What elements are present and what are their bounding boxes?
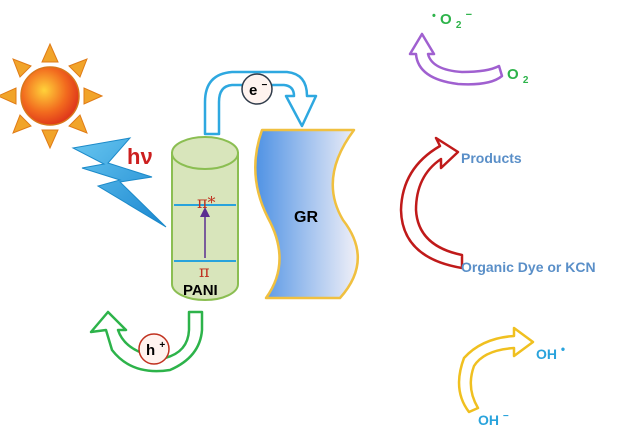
pi-star-label: π*	[197, 193, 216, 212]
hydroxide-symbol: OH	[478, 412, 499, 428]
pi-label: π	[199, 262, 210, 281]
hydroxide-label: OH −	[478, 411, 509, 428]
oxygen-subscript: 2	[523, 75, 529, 86]
hole-charge: +	[159, 340, 165, 351]
hole-symbol: h	[146, 342, 155, 359]
oxygen-symbol: O	[507, 66, 519, 83]
hydroxyl-radical-dot: •	[561, 342, 565, 356]
superoxide-radical-dot: •	[432, 10, 436, 22]
hole-label: h +	[138, 333, 170, 365]
sun-icon	[0, 42, 104, 150]
hydroxyl-arrow	[457, 326, 535, 414]
degradation-arrow	[399, 136, 464, 270]
gr-label: GR	[294, 209, 318, 226]
oxygen-label: O 2	[507, 66, 529, 86]
superoxide-arrow	[408, 32, 504, 86]
electron-charge: −	[262, 80, 268, 91]
superoxide-charge: −	[466, 9, 472, 21]
hydroxide-charge: −	[503, 411, 509, 422]
pani-label: PANI	[183, 282, 218, 299]
superoxide-subscript: 2	[456, 20, 462, 31]
products-label: Products	[461, 150, 522, 166]
organic-dye-label: Organic Dye or KCN	[461, 259, 596, 275]
excitation-arrow	[200, 207, 210, 258]
svg-text:h +: h +	[146, 340, 165, 359]
lightning-bolt-icon	[71, 137, 167, 228]
svg-text:e −: e −	[249, 80, 268, 99]
electron-symbol: e	[249, 82, 257, 99]
hydroxyl-radical-symbol: OH	[536, 346, 557, 362]
electron-label: e −	[241, 73, 273, 105]
hole-transfer-arrow	[89, 310, 204, 373]
superoxide-symbol: O	[440, 11, 452, 28]
superoxide-label: • O 2 −	[432, 6, 472, 32]
photon-energy-label: hν	[127, 144, 153, 169]
graphene-sheet	[254, 128, 359, 300]
hydroxyl-radical-label: OH •	[536, 342, 565, 362]
